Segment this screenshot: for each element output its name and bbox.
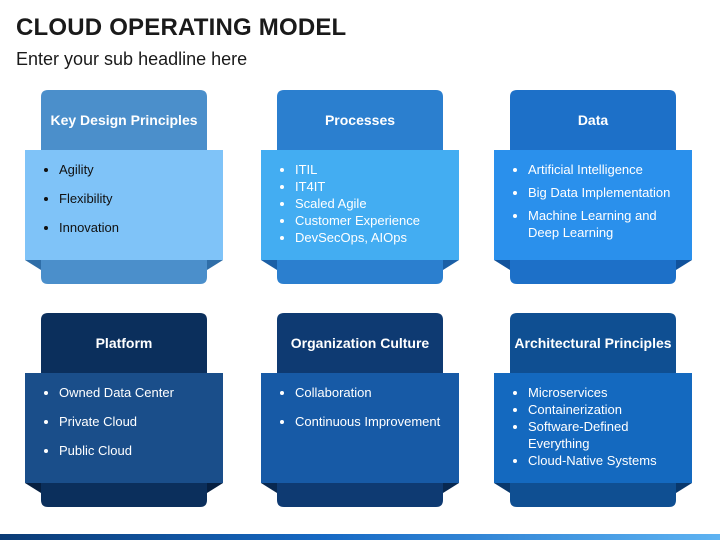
- list-item: Cloud-Native Systems: [528, 452, 678, 469]
- card-list: Artificial Intelligence Big Data Impleme…: [494, 150, 692, 247]
- list-item: Big Data Implementation: [528, 184, 678, 201]
- list-item: Flexibility: [59, 190, 209, 207]
- card-shape: [25, 313, 223, 507]
- list-item: ITIL: [295, 161, 445, 178]
- list-item: Private Cloud: [59, 413, 209, 430]
- list-item: Artificial Intelligence: [528, 161, 678, 178]
- card-key-design-principles: Key Design Principles Agility Flexibilit…: [25, 90, 223, 284]
- list-item: Continuous Improvement: [295, 413, 445, 430]
- list-item: Containerization: [528, 401, 678, 418]
- card-shape: [494, 313, 692, 507]
- card-shape: [261, 90, 459, 284]
- card-shape: [25, 90, 223, 284]
- card-heading: Key Design Principles: [50, 111, 198, 128]
- card-heading: Platform: [95, 334, 153, 351]
- card-list: ITIL IT4IT Scaled Agile Customer Experie…: [261, 150, 459, 246]
- slide-title: CLOUD OPERATING MODEL: [16, 14, 347, 41]
- card-list: Owned Data Center Private Cloud Public C…: [25, 373, 223, 471]
- list-item: IT4IT: [295, 178, 445, 195]
- list-item: Software-Defined Everything: [528, 418, 678, 452]
- list-item: Public Cloud: [59, 442, 209, 459]
- list-item: Owned Data Center: [59, 384, 209, 401]
- list-item: DevSecOps, AIOps: [295, 229, 445, 246]
- card-list: Microservices Containerization Software-…: [494, 373, 692, 469]
- card-shape: [261, 313, 459, 507]
- card-data: Data Artificial Intelligence Big Data Im…: [494, 90, 692, 284]
- list-item: Scaled Agile: [295, 195, 445, 212]
- list-item: Innovation: [59, 219, 209, 236]
- bottom-accent-bar: [0, 534, 720, 540]
- slide-subtitle: Enter your sub headline here: [16, 49, 248, 69]
- card-processes: Processes ITIL IT4IT Scaled Agile Custom…: [261, 90, 459, 284]
- card-organization-culture: Organization Culture Collaboration Conti…: [261, 313, 459, 507]
- card-platform: Platform Owned Data Center Private Cloud…: [25, 313, 223, 507]
- card-list: Agility Flexibility Innovation: [25, 150, 223, 248]
- list-item: Machine Learning and Deep Learning: [528, 207, 678, 241]
- card-heading: Architectural Principles: [514, 334, 672, 351]
- list-item: Microservices: [528, 384, 678, 401]
- card-list: Collaboration Continuous Improvement: [261, 373, 459, 442]
- list-item: Agility: [59, 161, 209, 178]
- list-item: Collaboration: [295, 384, 445, 401]
- card-heading: Processes: [324, 111, 396, 128]
- card-heading: Data: [577, 111, 609, 128]
- list-item: Customer Experience: [295, 212, 445, 229]
- card-shape: [494, 90, 692, 284]
- card-heading: Organization Culture: [290, 334, 430, 351]
- card-architectural-principles: Architectural Principles Microservices C…: [494, 313, 692, 507]
